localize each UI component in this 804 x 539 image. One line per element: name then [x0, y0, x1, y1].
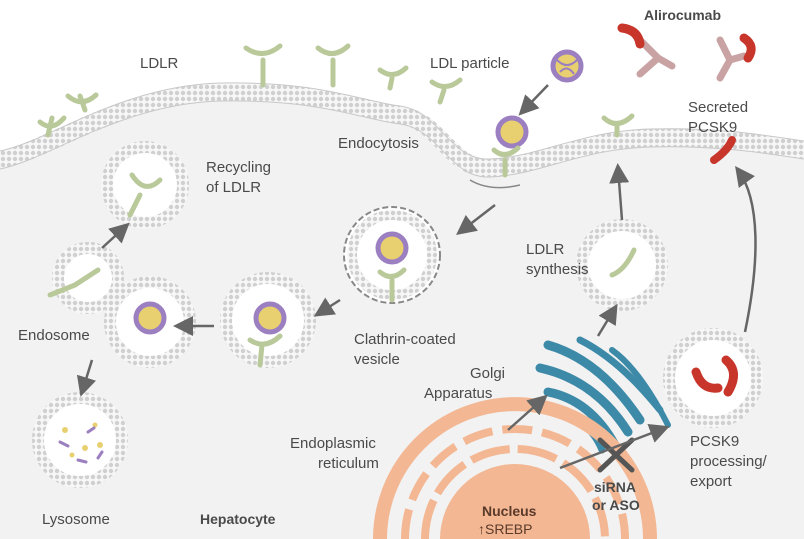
- label-export: export: [690, 473, 733, 490]
- label-processing: processing/: [690, 453, 768, 470]
- alirocumab-antibodies: [617, 23, 756, 82]
- label-nucleus: Nucleus: [482, 503, 537, 519]
- label-recycling: Recycling: [206, 159, 271, 176]
- label-ldl-particle: LDL particle: [430, 55, 509, 72]
- clathrin-vesicle: [343, 206, 441, 304]
- label-endosome: Endosome: [18, 327, 90, 344]
- label-hepatocyte: Hepatocyte: [200, 511, 276, 527]
- surface-receptors: [37, 43, 635, 138]
- nucleus-er: [373, 397, 657, 539]
- ldl-particle: [550, 49, 584, 83]
- second-endosome: [220, 272, 316, 368]
- label-srebp: ↑SREBP: [478, 521, 532, 537]
- label-secreted: Secreted: [688, 99, 748, 116]
- golgi-apparatus: [535, 336, 671, 454]
- label-synthesis: synthesis: [526, 261, 589, 278]
- label-of-ldlr: of LDLR: [206, 179, 261, 196]
- secreted-pcsk9: [710, 136, 736, 164]
- label-lysosome: Lysosome: [42, 511, 110, 528]
- lysosome: [32, 392, 128, 488]
- label-secreted-pcsk9: PCSK9: [688, 119, 737, 136]
- plasma-membrane: [0, 82, 804, 177]
- label-vesicle: vesicle: [354, 351, 400, 368]
- label-reticulum: reticulum: [318, 455, 379, 472]
- label-or-aso: or ASO: [592, 497, 640, 513]
- label-ldlr-syn: LDLR: [526, 241, 565, 258]
- label-endocytosis: Endocytosis: [338, 135, 419, 152]
- ldlr-synthesis-vesicle: [576, 219, 668, 311]
- label-ldlr: LDLR: [140, 55, 179, 72]
- nucleus: [440, 464, 590, 539]
- recycling-vesicle: [101, 141, 189, 229]
- label-clathrin: Clathrin-coated: [354, 331, 456, 348]
- ldl-binding-site: [469, 115, 529, 189]
- pcsk9-vesicle: [663, 328, 763, 428]
- pathway-arrows: [76, 84, 757, 470]
- label-apparatus: Apparatus: [424, 385, 492, 402]
- label-sirna: siRNA: [594, 479, 636, 495]
- label-golgi: Golgi: [470, 365, 505, 382]
- label-endoplasmic: Endoplasmic: [290, 435, 376, 452]
- sirna-block-x: [597, 437, 635, 473]
- label-pcsk9: PCSK9: [690, 433, 739, 450]
- label-alirocumab: Alirocumab: [644, 7, 721, 23]
